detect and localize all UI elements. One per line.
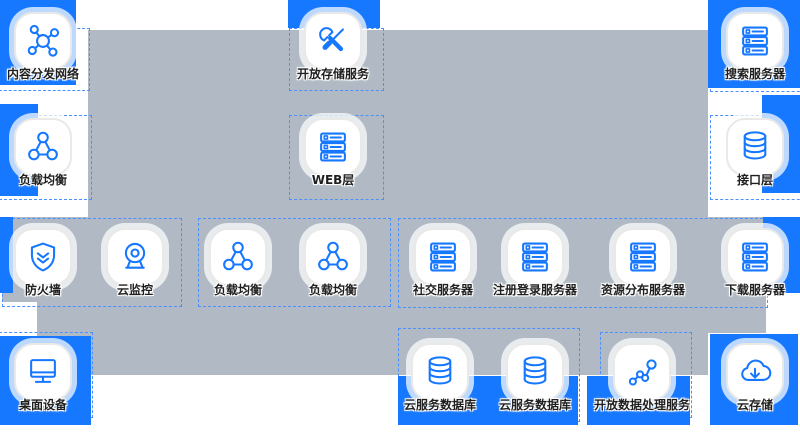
server-icon — [726, 12, 784, 70]
node-label: 负载均衡 — [308, 283, 358, 297]
node-label: 负载均衡 — [18, 173, 68, 187]
node-label: 接口层 — [736, 173, 774, 187]
node-label: 注册登录服务器 — [492, 283, 578, 297]
node-load-balancer-1[interactable]: 负载均衡 — [209, 228, 267, 297]
database-icon — [411, 343, 469, 401]
node-label: 开放存储服务 — [296, 67, 370, 81]
cdn-icon — [14, 12, 72, 70]
load-balancer-icon — [209, 228, 267, 286]
node-label: 云服务数据库 — [498, 398, 572, 412]
dashed-box-slb-group — [198, 218, 391, 307]
blue-tile-left-3 — [0, 217, 13, 293]
node-download-server[interactable]: 下载服务器 — [725, 228, 785, 297]
server-icon — [726, 228, 784, 286]
node-cloud-storage[interactable]: 云存储 — [726, 343, 784, 412]
dashed-box-web — [289, 115, 384, 200]
server-icon — [304, 118, 362, 176]
wrench-screwdriver-icon — [304, 12, 362, 70]
node-label: 开放数据处理服务 — [593, 398, 691, 412]
node-open-storage-service[interactable]: 开放存储服务 — [297, 12, 369, 81]
node-open-data-processing[interactable]: 开放数据处理服务 — [594, 343, 690, 412]
node-firewall[interactable]: 防火墙 — [14, 228, 72, 297]
shield-icon — [14, 228, 72, 286]
node-cloud-database-2[interactable]: 云服务数据库 — [499, 343, 571, 412]
load-balancer-icon — [304, 228, 362, 286]
node-desktop-device[interactable]: 桌面设备 — [14, 343, 72, 412]
gray-panel-bottom — [37, 302, 708, 375]
scatter-nodes-icon — [613, 343, 671, 401]
node-label: 桌面设备 — [18, 398, 68, 412]
cloud-download-icon — [726, 343, 784, 401]
node-api-layer[interactable]: 接口层 — [726, 118, 784, 187]
dashed-box-api — [710, 115, 800, 200]
desktop-icon — [14, 343, 72, 401]
database-icon — [506, 343, 564, 401]
dashed-box-slb-left — [0, 115, 92, 200]
node-web-layer[interactable]: WEB层 — [304, 118, 362, 187]
node-cloud-database-1[interactable]: 云服务数据库 — [404, 343, 476, 412]
node-search-server[interactable]: 搜索服务器 — [725, 12, 785, 81]
node-label: 社交服务器 — [412, 283, 474, 297]
webcam-icon — [106, 228, 164, 286]
node-label: 资源分布服务器 — [600, 283, 686, 297]
load-balancer-icon — [14, 118, 72, 176]
node-label: WEB层 — [311, 173, 355, 187]
node-load-balancer-2[interactable]: 负载均衡 — [304, 228, 362, 297]
node-load-balancer-left[interactable]: 负载均衡 — [14, 118, 72, 187]
database-icon — [726, 118, 784, 176]
node-cloud-monitor[interactable]: 云监控 — [106, 228, 164, 297]
node-label: 防火墙 — [24, 283, 62, 297]
node-label: 云存储 — [736, 398, 774, 412]
server-icon — [414, 228, 472, 286]
node-label: 负载均衡 — [213, 283, 263, 297]
server-icon — [614, 228, 672, 286]
server-icon — [506, 228, 564, 286]
node-social-server[interactable]: 社交服务器 — [413, 228, 473, 297]
node-label: 下载服务器 — [724, 283, 786, 297]
node-label: 云服务数据库 — [403, 398, 477, 412]
node-register-login-server[interactable]: 注册登录服务器 — [493, 228, 577, 297]
node-resource-distribution-server[interactable]: 资源分布服务器 — [601, 228, 685, 297]
node-label: 云监控 — [116, 283, 154, 297]
node-label: 内容分发网络 — [6, 67, 80, 81]
node-cdn[interactable]: 内容分发网络 — [7, 12, 79, 81]
node-label: 搜索服务器 — [724, 67, 786, 81]
